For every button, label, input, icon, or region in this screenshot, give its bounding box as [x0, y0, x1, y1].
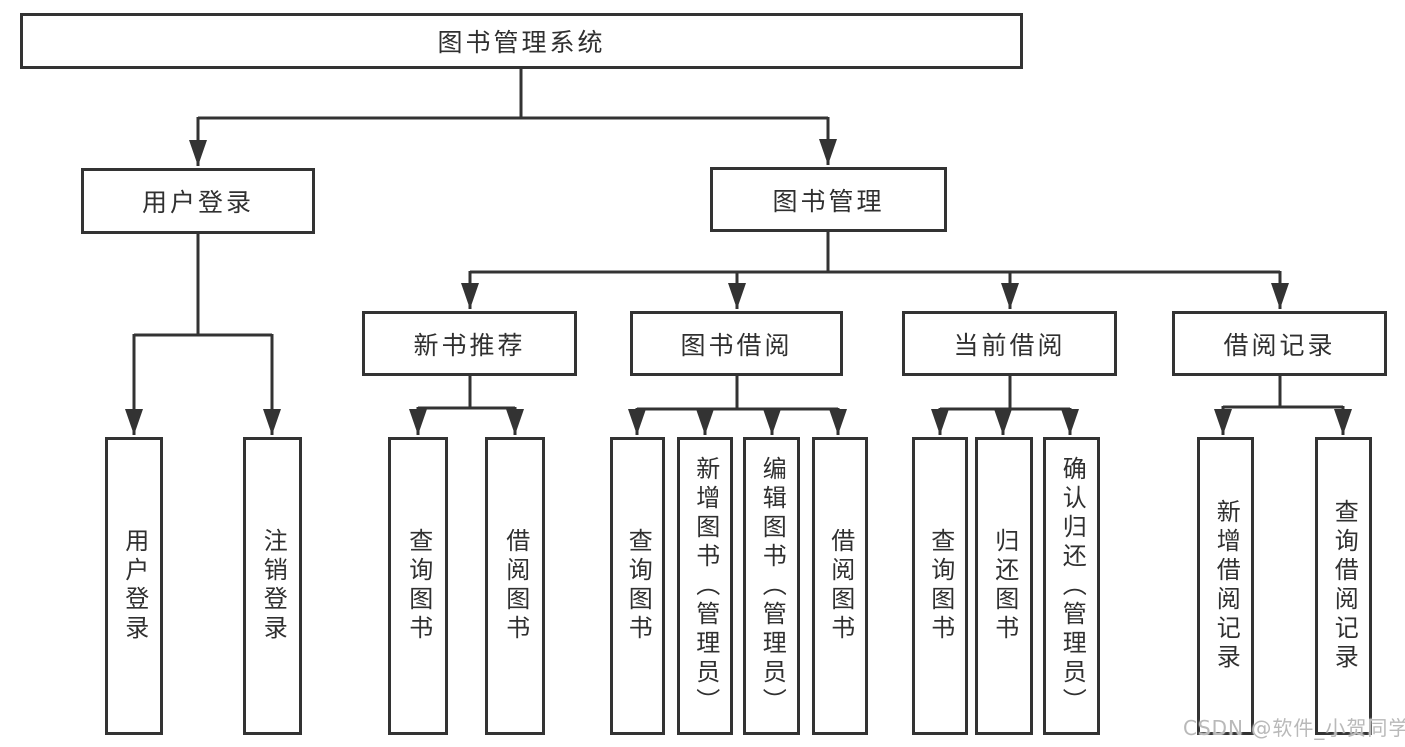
leaf-logout-login: 注销登录: [243, 437, 302, 735]
node-user-login: 用户登录: [81, 168, 315, 234]
leaf-query-books-current: 查询图书: [912, 437, 968, 735]
node-new-book-recommend: 新书推荐: [362, 311, 577, 376]
leaf-edit-book-admin: 编辑图书（管理员）: [743, 437, 800, 735]
node-root: 图书管理系统: [20, 13, 1023, 69]
csdn-watermark: CSDN @软件_小贺同学: [1183, 716, 1405, 740]
node-current-borrow: 当前借阅: [902, 311, 1117, 376]
node-book-borrow: 图书借阅: [630, 311, 843, 376]
node-book-management: 图书管理: [710, 167, 947, 232]
leaf-user-login: 用户登录: [105, 437, 163, 735]
leaf-borrow-books-recommend: 借阅图书: [485, 437, 545, 735]
leaf-query-books-recommend: 查询图书: [388, 437, 448, 735]
node-borrow-record: 借阅记录: [1172, 311, 1387, 376]
leaf-add-book-admin: 新增图书（管理员）: [677, 437, 733, 735]
leaf-confirm-return-admin: 确认归还（管理员）: [1043, 437, 1100, 735]
leaf-borrow-books: 借阅图书: [812, 437, 868, 735]
leaf-query-borrow-record: 查询借阅记录: [1315, 437, 1372, 735]
leaf-return-book: 归还图书: [975, 437, 1033, 735]
leaf-add-borrow-record: 新增借阅记录: [1197, 437, 1254, 735]
leaf-query-books-borrow: 查询图书: [610, 437, 665, 735]
